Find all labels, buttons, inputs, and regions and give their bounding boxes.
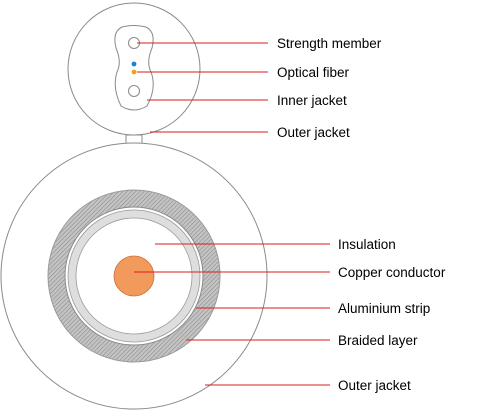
strength-member-bottom	[128, 85, 140, 97]
fiber-unit-inner-jacket	[114, 25, 154, 111]
label-outer-jacket-bottom: Outer jacket	[338, 378, 411, 393]
coaxial-unit	[0, 142, 268, 410]
leader-lines	[134, 42, 330, 386]
label-copper-conductor: Copper conductor	[338, 265, 446, 280]
label-aluminium-strip: Aluminium strip	[338, 301, 430, 316]
copper-conductor	[113, 255, 155, 297]
label-inner-jacket: Inner jacket	[277, 93, 347, 108]
fiber-unit	[67, 2, 201, 136]
optical-fiber-blue	[131, 61, 137, 67]
label-outer-jacket-top: Outer jacket	[277, 125, 350, 140]
label-strength-member: Strength member	[277, 36, 382, 51]
label-optical-fiber: Optical fiber	[277, 65, 350, 80]
label-insulation: Insulation	[338, 237, 396, 252]
label-braided-layer: Braided layer	[338, 333, 418, 348]
labels: Strength member Optical fiber Inner jack…	[277, 36, 446, 393]
optical-fiber-orange	[131, 69, 137, 75]
